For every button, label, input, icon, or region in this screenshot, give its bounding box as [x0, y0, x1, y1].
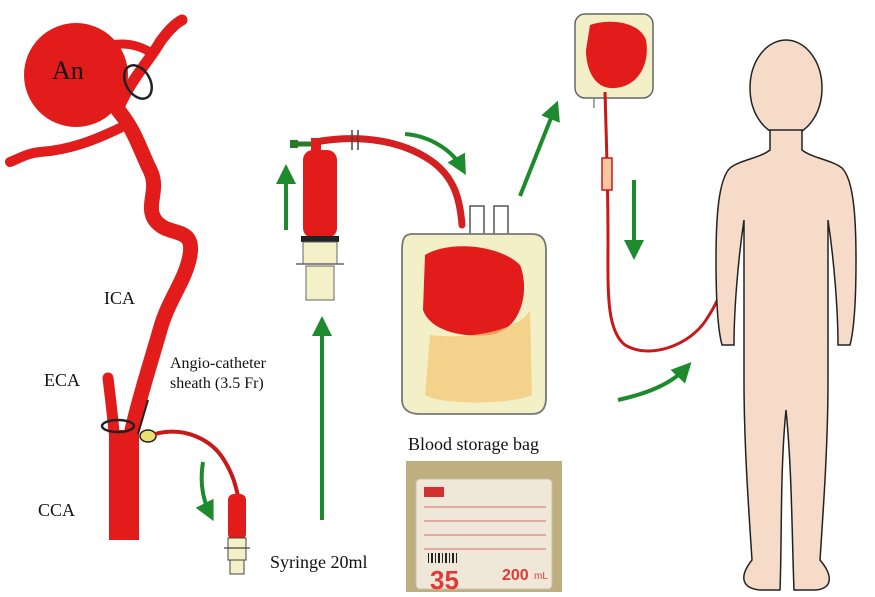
- syringe-to-bag-tube: [321, 139, 462, 225]
- aneurysm-label: An: [52, 56, 84, 86]
- large-syringe: [290, 138, 344, 300]
- eca-label: ECA: [44, 370, 80, 391]
- eca-vessel: [108, 378, 114, 432]
- sheath-assembly: [138, 400, 250, 574]
- cca-label: CCA: [38, 500, 75, 521]
- sheath-label: Angio-catheter sheath (3.5 Fr): [170, 354, 290, 394]
- blood-bag-photo: 35 200 mL: [406, 461, 562, 592]
- arrow-down-small: [202, 462, 210, 514]
- iv-line: [605, 92, 724, 351]
- sheath-label-line1: Angio-catheter: [170, 354, 290, 374]
- arrow-to-hanging-bag: [520, 108, 555, 196]
- mca-branch: [10, 128, 120, 162]
- bag-unit: mL: [534, 571, 548, 582]
- patient-figure: [716, 40, 856, 590]
- hanging-bag: [575, 14, 724, 351]
- sheath-label-line2: sheath (3.5 Fr): [170, 374, 290, 394]
- arrow-to-patient: [618, 368, 686, 400]
- blood-bag: [402, 206, 546, 414]
- bag-number: 35: [430, 565, 459, 592]
- blood-bag-label: Blood storage bag: [408, 434, 539, 455]
- ica-label: ICA: [104, 288, 135, 309]
- bag-volume: 200: [502, 567, 529, 585]
- sheath-tube: [155, 432, 238, 496]
- syringe-label: Syringe 20ml: [270, 552, 368, 573]
- artery-vessels: [10, 20, 191, 540]
- small-syringe: [224, 494, 250, 574]
